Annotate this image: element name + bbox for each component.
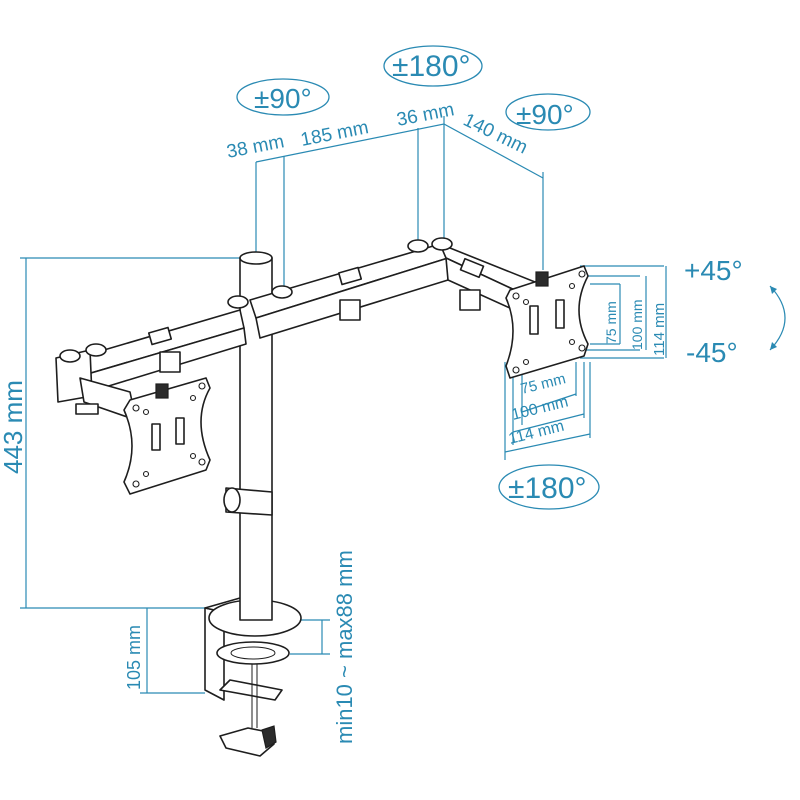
vesa-h-75mm: 75 mm <box>519 370 568 398</box>
total-height-label: 443 mm <box>0 380 28 474</box>
arms <box>55 237 541 421</box>
labels: ±90° ±180° ±90° 38 mm 185 mm 36 mm 140 m… <box>0 50 743 744</box>
vesa-plate-left <box>123 377 211 495</box>
vesa-v-100mm: 100 mm <box>629 299 645 350</box>
vesa-plate-right <box>505 265 589 379</box>
center-swivel-label: ±180° <box>392 50 471 83</box>
rotation-rings <box>236 45 600 510</box>
tilt-down-label: -45° <box>686 337 738 368</box>
screen-rotation-label: ±180° <box>508 472 587 505</box>
vesa-v-114mm: 114 mm <box>651 303 668 356</box>
left-swivel-label: ±90° <box>254 83 312 114</box>
tilt-up-label: +45° <box>684 255 743 286</box>
right-swivel-label: ±90° <box>516 99 574 130</box>
dimension-lines <box>20 116 786 694</box>
desk-thickness-label: min10 ~ max88 mm <box>332 550 357 744</box>
clamp-height-label: 105 mm <box>124 625 144 690</box>
vesa-v-75mm: 75 mm <box>603 301 619 344</box>
